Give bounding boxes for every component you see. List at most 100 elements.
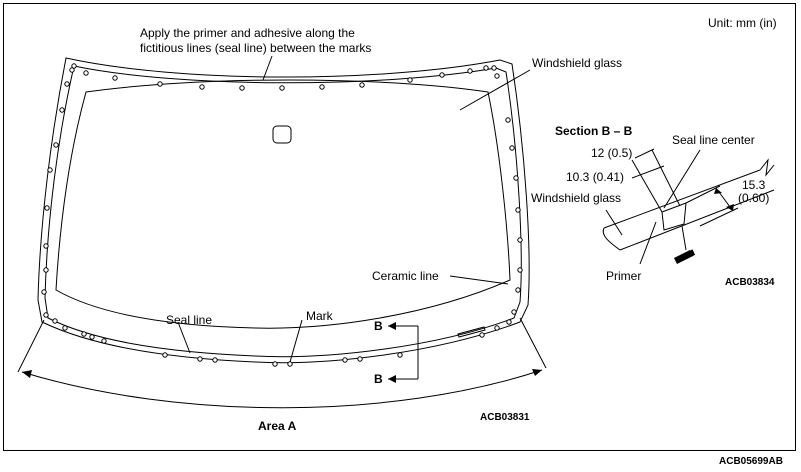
seal-mark-dot (62, 325, 68, 331)
arrow-dim-15-a (714, 188, 722, 194)
leader-ceramic-line (449, 275, 509, 285)
section-glass-label: Windshield glass (531, 191, 622, 205)
dim-10-3-line (631, 165, 665, 179)
mirror-mount (272, 125, 292, 144)
seal-mark-dot (101, 338, 107, 344)
seal-mark-dot (505, 117, 511, 123)
seal-mark-dot (52, 318, 58, 324)
seal-mark-dot (506, 319, 512, 325)
arrow-b-top (388, 322, 396, 330)
section-glass-bottom (619, 189, 775, 251)
seal-mark-dot (342, 357, 348, 363)
seal-mark-dot (112, 75, 118, 81)
instruction-line-2: fictitious lines (seal line) between the… (140, 41, 372, 55)
unit-label: Unit: mm (in) (708, 16, 777, 30)
windshield-glass-label: Windshield glass (532, 56, 623, 70)
seal-line-path (44, 65, 522, 358)
code-section: ACB03834 (725, 277, 775, 288)
seal-mark-dot (53, 142, 59, 148)
leader-instruction (262, 55, 273, 81)
seal-mark-dot (43, 312, 49, 318)
seal-mark-dot (162, 352, 168, 358)
arrow-area-left (22, 370, 32, 378)
seal-mark-dot (59, 107, 65, 113)
seal-mark-dot (491, 65, 497, 71)
dim-ext-1 (631, 159, 663, 213)
leader-seal-line-center (663, 149, 701, 209)
instruction-line-1: Apply the primer and adhesive along the (140, 26, 355, 40)
seal-line-label: Seal line (166, 313, 213, 327)
ceramic-line-label: Ceramic line (372, 269, 439, 283)
section-title: Section B – B (555, 124, 633, 138)
seal-mark-dot (357, 356, 363, 362)
primer-tube-icon (674, 249, 696, 264)
seal-mark-dot (439, 72, 445, 78)
section-glass-break-left (602, 227, 621, 251)
dim-12-line (634, 148, 655, 159)
dim-10-3-label: 10.3 (0.41) (566, 170, 625, 184)
arrow-area-right (532, 369, 542, 376)
seal-mark-dot (511, 309, 517, 315)
seal-line-marks (41, 63, 523, 367)
section-glass-top (603, 169, 761, 229)
seal-mark-dot (479, 332, 485, 338)
seal-mark-dot (517, 237, 523, 243)
seal-mark-dot (83, 70, 89, 76)
area-a-label: Area A (258, 419, 297, 433)
seal-mark-dot (64, 81, 70, 87)
seal-mark-dot (515, 207, 521, 213)
seal-mark-dot (494, 73, 500, 79)
seal-mark-dot (494, 325, 500, 331)
seal-mark-dot (197, 356, 203, 362)
seal-line-center-label: Seal line center (672, 133, 755, 147)
seal-mark-dot (47, 167, 53, 173)
ceramic-line-path (55, 79, 511, 329)
seal-mark-dot (509, 145, 515, 151)
seal-mark-dot (89, 334, 95, 340)
area-a-right-ext (519, 317, 547, 369)
leader-section-glass (605, 209, 623, 236)
section-glass-break-right (759, 158, 775, 177)
seal-mark-dot (483, 65, 489, 71)
seal-mark-dot (517, 267, 523, 273)
seal-mark-dot (319, 84, 325, 90)
seal-mark-dot (397, 352, 403, 358)
b-marker-bottom: B (374, 372, 383, 386)
sensor-slot (457, 326, 486, 338)
b-marker-top: B (374, 319, 383, 333)
dim-ext-3 (685, 185, 721, 204)
figure-frame (3, 3, 796, 451)
windshield-outer-edge (37, 57, 530, 364)
seal-mark-dot (359, 82, 365, 88)
area-a-arc (21, 369, 543, 409)
leader-windshield-glass (459, 69, 531, 111)
seal-mark-dot (41, 289, 47, 295)
seal-mark-dot (513, 175, 519, 181)
seal-mark-dot (199, 84, 205, 90)
leader-primer-tube (681, 225, 687, 251)
dim-15-3-label: 15.3 (742, 178, 766, 192)
seal-mark-dot (44, 205, 50, 211)
arrow-b-bottom (388, 375, 396, 383)
dim-12-label: 12 (0.5) (591, 146, 633, 160)
mark-label: Mark (306, 309, 333, 323)
seal-mark-dot (43, 267, 49, 273)
seal-mark-dot (157, 81, 163, 87)
seal-mark-dot (71, 63, 77, 69)
seal-mark-dot (81, 331, 87, 337)
seal-mark-dot (43, 243, 49, 249)
seal-mark-dot (515, 287, 521, 293)
dim-ext-4 (699, 207, 739, 227)
seal-mark-dot (287, 361, 293, 367)
area-a-left-ext (17, 319, 45, 373)
dim-ext-2 (651, 149, 681, 207)
seal-mark-dot (239, 85, 245, 91)
code-main: ACB03831 (480, 412, 530, 423)
leader-primer (639, 221, 657, 265)
dim-15-3-label-in: (0.60) (738, 191, 770, 205)
primer-label: Primer (606, 269, 642, 283)
leader-seal-line (177, 321, 191, 354)
leader-mark (289, 319, 303, 363)
